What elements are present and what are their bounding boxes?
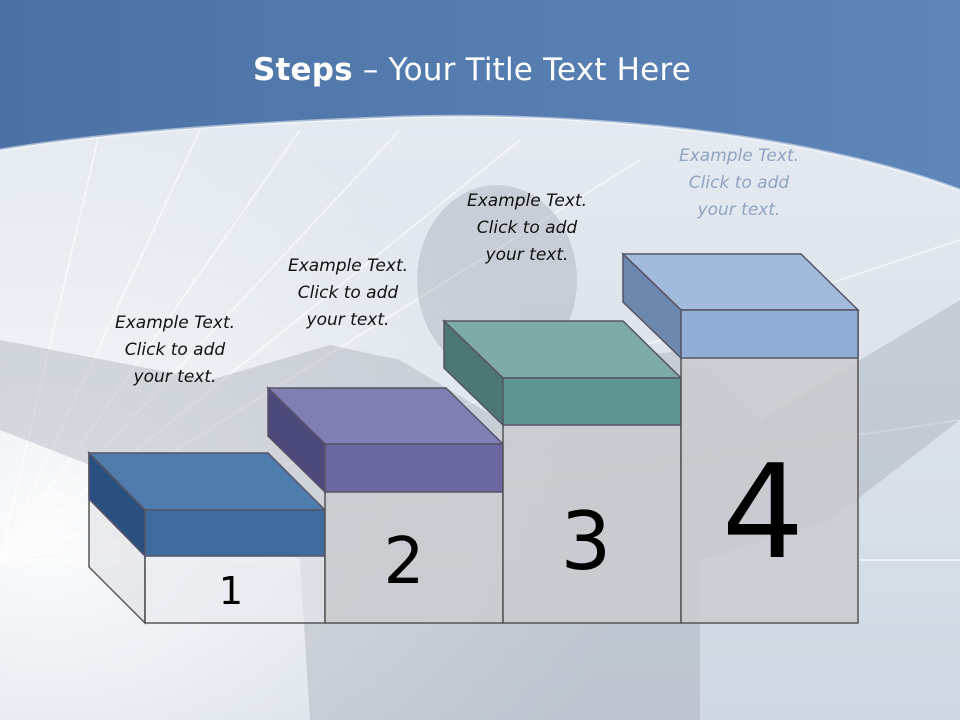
slide-title[interactable]: Steps – Your Title Text Here <box>0 52 944 88</box>
step-3-number: 3 <box>561 495 612 588</box>
step-1-number: 1 <box>219 569 243 613</box>
step-4-text-line: your text. <box>697 200 781 220</box>
step-2[interactable]: 2 <box>266 386 505 624</box>
step-2-number: 2 <box>384 525 425 599</box>
step-1-lid-front <box>144 509 326 557</box>
step-4[interactable]: 4 <box>621 252 860 624</box>
step-4-number: 4 <box>722 436 805 588</box>
title-rest: – Your Title Text Here <box>352 52 691 88</box>
step-3-lid-front <box>502 377 682 426</box>
step-4-front <box>680 309 859 624</box>
step-4-text-line: Click to add <box>688 173 790 193</box>
step-1-text-line: your text. <box>133 367 217 387</box>
step-1-text-line: Example Text. <box>114 313 236 333</box>
step-1-text-line: Click to add <box>124 340 226 360</box>
title-bold: Steps <box>252 52 353 88</box>
step-3-text-line: Example Text. <box>466 191 588 211</box>
step-1[interactable]: 1 <box>87 451 327 625</box>
step-3-text-line: Click to add <box>476 218 578 238</box>
step-2-lid-front <box>324 443 504 493</box>
step-4-text[interactable]: Example Text. Click to add your text. <box>664 143 814 224</box>
step-4-text-line: Example Text. <box>678 146 800 166</box>
step-2-text[interactable]: Example Text. Click to add your text. <box>273 253 423 334</box>
step-3[interactable]: 3 <box>442 319 683 624</box>
step-2-text-line: your text. <box>306 310 390 330</box>
step-3-text[interactable]: Example Text. Click to add your text. <box>452 188 602 269</box>
step-3-text-line: your text. <box>485 245 569 265</box>
step-4-lid-front <box>680 309 859 359</box>
step-2-text-line: Click to add <box>297 283 399 303</box>
step-2-text-line: Example Text. <box>287 256 409 276</box>
step-1-text[interactable]: Example Text. Click to add your text. <box>100 310 250 391</box>
